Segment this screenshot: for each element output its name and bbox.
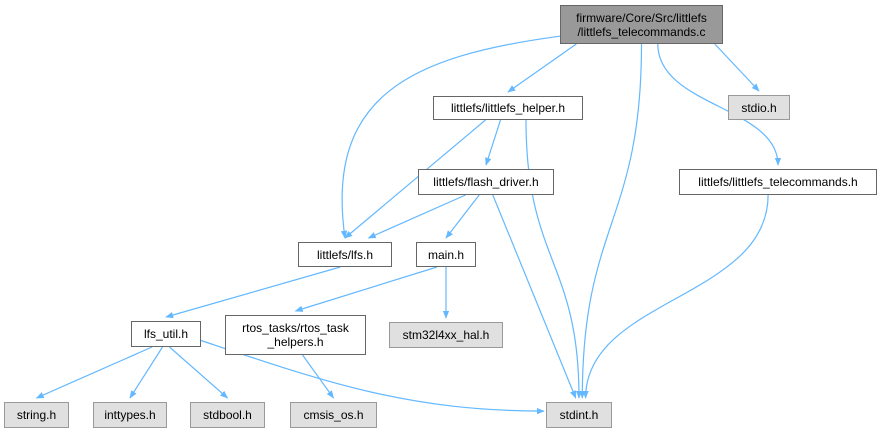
- node-stdbool-h[interactable]: stdbool.h: [190, 402, 265, 428]
- node-stdio-h[interactable]: stdio.h: [728, 95, 790, 120]
- edge-root-to-stdio_h: [714, 43, 760, 92]
- edge-lfs_h-to-lfs_util_h: [165, 266, 341, 319]
- edge-lfs_util_h-to-inttypes_h: [129, 346, 164, 399]
- edge-helper_h-to-stdint_h: [525, 119, 583, 399]
- node-label-line: rtos_tasks/rtos_task: [242, 321, 349, 335]
- node-label: littlefs/littlefs_helper.h: [450, 101, 566, 115]
- node-label-line: _helpers.h: [267, 335, 324, 349]
- node-label: littlefs/flash_driver.h: [433, 175, 539, 189]
- node-stdint-h[interactable]: stdint.h: [546, 402, 612, 428]
- node-label: littlefs/littlefs_telecommands.h: [698, 175, 858, 189]
- node-label: main.h: [427, 247, 465, 262]
- node-littlefs-telecommands-h[interactable]: littlefs/littlefs_telecommands.h: [679, 169, 877, 195]
- edge-telecommands_h-to-stdint_h: [582, 194, 769, 399]
- node-main-h[interactable]: main.h: [416, 242, 476, 267]
- node-lfs-util-h[interactable]: lfs_util.h: [131, 321, 201, 347]
- node-label-line: /littlefs_telecommands.c: [577, 24, 706, 39]
- edge-lfs_util_h-to-stdint_h: [200, 339, 545, 415]
- node-label: inttypes.h: [104, 408, 156, 422]
- edge-flash_driver_h-to-main_h: [445, 194, 480, 239]
- edge-root-to-stdint_h: [579, 43, 643, 399]
- node-label: cmsis_os.h: [303, 408, 364, 422]
- node-lfs-h[interactable]: littlefs/lfs.h: [298, 242, 392, 267]
- node-stm32l4xx-hal-h[interactable]: stm32l4xx_hal.h: [389, 322, 503, 348]
- edge-root-to-lfs_h: [340, 35, 561, 239]
- edge-root-to-helper_h: [507, 43, 577, 93]
- node-label-line: firmware/Core/Src/littlefs: [576, 10, 707, 25]
- edge-main_h-to-rtos_helpers_h: [294, 266, 438, 312]
- node-cmsis-os-h[interactable]: cmsis_os.h: [290, 402, 377, 428]
- edge-flash_driver_h-to-stdint_h: [492, 194, 577, 399]
- node-label: littlefs/lfs.h: [316, 247, 373, 262]
- edge-root-to-telecommands_h: [657, 43, 782, 166]
- edge-helper_h-to-flash_driver_h: [485, 119, 502, 166]
- edge-rtos_helpers_h-to-cmsis_os_h: [302, 354, 334, 399]
- node-label: stm32l4xx_hal.h: [402, 328, 490, 342]
- node-littlefs-telecommands-c[interactable]: firmware/Core/Src/littlefs/littlefs_tele…: [560, 5, 723, 44]
- node-label: stdint.h: [559, 408, 599, 422]
- node-rtos-task-helpers-h[interactable]: rtos_tasks/rtos_task_helpers.h: [225, 315, 366, 355]
- node-string-h[interactable]: string.h: [4, 402, 69, 428]
- edge-lfs_util_h-to-string_h: [35, 346, 153, 399]
- node-inttypes-h[interactable]: inttypes.h: [93, 402, 167, 428]
- node-label: lfs_util.h: [143, 327, 189, 341]
- edge-lfs_util_h-to-stdbool_h: [169, 346, 229, 399]
- edge-flash_driver_h-to-lfs_h: [367, 194, 466, 239]
- node-label: stdbool.h: [203, 408, 252, 422]
- edge-helper_h-to-lfs_h: [344, 119, 486, 239]
- node-label: string.h: [16, 408, 57, 422]
- node-label: stdio.h: [741, 100, 777, 115]
- node-littlefs-helper-h[interactable]: littlefs/littlefs_helper.h: [433, 96, 583, 120]
- node-flash-driver-h[interactable]: littlefs/flash_driver.h: [418, 169, 554, 195]
